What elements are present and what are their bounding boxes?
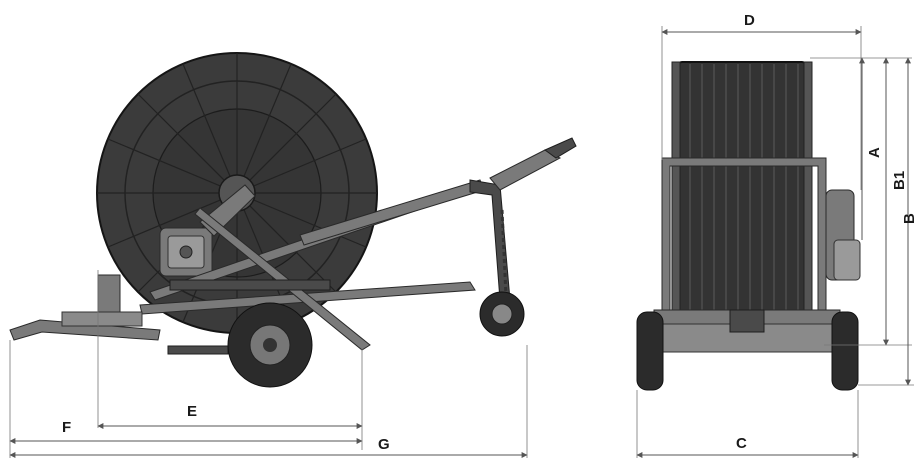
label-c: C [736, 435, 747, 452]
main-wheel [227, 302, 313, 388]
label-a: A [866, 147, 883, 158]
label-d: D [744, 12, 755, 29]
label-f: F [62, 419, 71, 436]
label-g: G [378, 436, 390, 453]
side-dimensions: E F G [9, 270, 528, 458]
label-e: E [187, 403, 197, 420]
label-b: B [901, 213, 914, 224]
side-view [9, 52, 577, 388]
front-view [636, 61, 861, 391]
guide-arm [299, 179, 511, 301]
front-frame [653, 157, 841, 353]
rear-wheel [479, 291, 525, 337]
label-b1: B1 [891, 171, 908, 190]
front-dimensions: D C A B1 B [636, 12, 914, 458]
front-drum [671, 61, 813, 333]
sprinkler-gun [489, 137, 577, 191]
front-gearbox [825, 189, 861, 281]
drawbar [9, 274, 161, 341]
front-wheels [636, 311, 859, 391]
